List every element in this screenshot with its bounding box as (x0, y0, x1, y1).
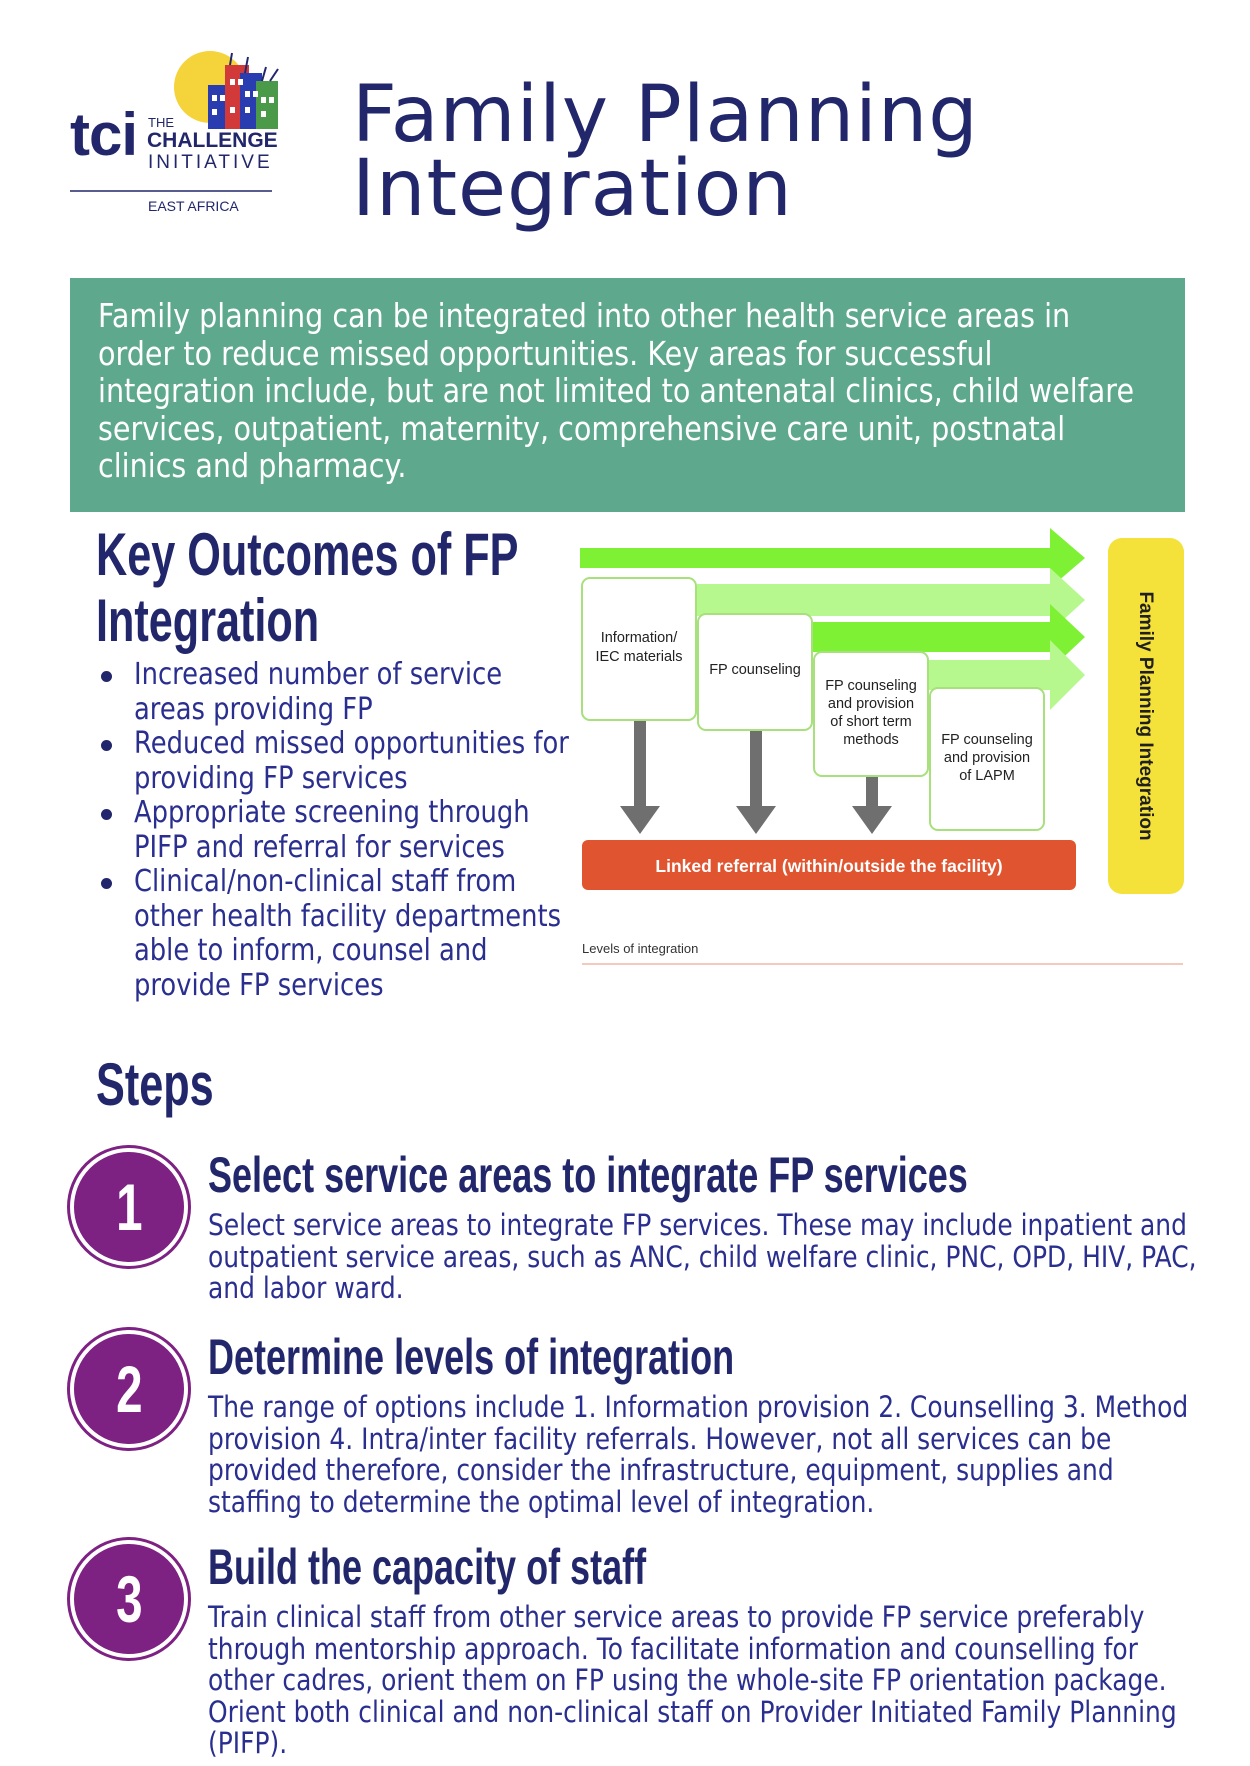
level-3-line-2: and provision (828, 696, 914, 712)
key-outcomes-title-line2: Integration (96, 587, 320, 654)
step-body: The range of options include 1. Informat… (208, 1390, 1189, 1519)
bullet-icon (101, 809, 112, 820)
level-1-line-2: IEC materials (595, 649, 682, 665)
level-box-3 (813, 651, 929, 777)
level-3-line-3: of short term (830, 714, 911, 730)
step-heading: Determine levels of integration (208, 1329, 735, 1385)
list-item: Clinical/non-clinical staff from other h… (96, 864, 616, 1003)
tci-logo: tci THE CHALLENGE INITIATIVE EAST AFRICA (70, 45, 315, 220)
bullet-icon (101, 671, 112, 682)
logo-initiative: INITIATIVE (148, 152, 273, 173)
levels-of-integration-diagram: Information/ IEC materials FP counseling… (580, 528, 1185, 968)
list-item-text: Appropriate screening through PIFP and r… (134, 795, 530, 865)
list-item-text: Increased number of service areas provid… (134, 657, 503, 727)
page-title: Family Planning Integration (352, 70, 979, 234)
logo-challenge: CHALLENGE (147, 129, 278, 152)
step-body: Train clinical staff from other service … (208, 1600, 1177, 1760)
list-item: Increased number of service areas provid… (96, 657, 616, 727)
step-number: 1 (115, 1170, 143, 1244)
level-3-line-1: FP counseling (825, 678, 917, 694)
step-heading: Build the capacity of staff (208, 1539, 647, 1595)
level-arrow-4 (927, 640, 1085, 710)
step-heading: Select service areas to integrate FP ser… (208, 1147, 968, 1203)
level-arrow-1 (580, 528, 1085, 588)
list-item: Appropriate screening through PIFP and r… (96, 795, 616, 865)
level-arrow-3 (812, 604, 1085, 670)
step-number: 3 (115, 1562, 143, 1636)
logo-region: EAST AFRICA (148, 198, 239, 214)
level-4-line-2: and provision (944, 750, 1030, 766)
side-label: Family Planning Integration (1135, 591, 1156, 840)
level-2-line-1: FP counseling (709, 662, 801, 678)
integration-diagram-svg: Information/ IEC materials FP counseling… (580, 528, 1184, 965)
level-box-2 (697, 613, 813, 731)
list-item-text: Reduced missed opportunities for providi… (134, 726, 569, 796)
key-outcomes-list: Increased number of service areas provid… (96, 657, 616, 1003)
page-title-line2: Integration (352, 144, 793, 234)
step-number-badge: 2 (70, 1330, 188, 1448)
referral-label: Linked referral (within/outside the faci… (655, 856, 1002, 876)
bullet-icon (101, 878, 112, 889)
tci-logo-graphic (70, 51, 279, 192)
step-number: 2 (115, 1352, 143, 1426)
key-outcomes-title-line1: Key Outcomes of FP (96, 521, 519, 588)
page-title-line1: Family Planning (352, 70, 979, 160)
logo-tci: tci (70, 101, 138, 168)
level-box-4 (929, 687, 1045, 831)
side-bar (1108, 538, 1184, 894)
key-outcomes-title: Key Outcomes of FP Integration (96, 522, 528, 654)
diagram-caption: Levels of integration (582, 941, 698, 956)
level-1-line-1: Information/ (601, 630, 679, 646)
step-number-badge: 3 (70, 1540, 188, 1658)
level-box-1 (581, 577, 697, 721)
logo-the: THE (148, 115, 174, 130)
list-item: Reduced missed opportunities for providi… (96, 726, 616, 796)
list-item-text: Clinical/non-clinical staff from other h… (134, 864, 562, 1003)
bullet-icon (101, 740, 112, 751)
step-number-badge: 1 (70, 1148, 188, 1266)
referral-bar (582, 840, 1076, 890)
step-body: Select service areas to integrate FP ser… (208, 1208, 1197, 1305)
intro-band: Family planning can be integrated into o… (70, 278, 1185, 512)
level-3-line-4: methods (843, 732, 899, 748)
intro-text: Family planning can be integrated into o… (98, 297, 1135, 485)
level-4-line-2: of LAPM (959, 768, 1015, 784)
steps-title: Steps (96, 1051, 214, 1118)
level-4-line-1: FP counseling (941, 732, 1033, 748)
down-arrows (620, 718, 892, 834)
